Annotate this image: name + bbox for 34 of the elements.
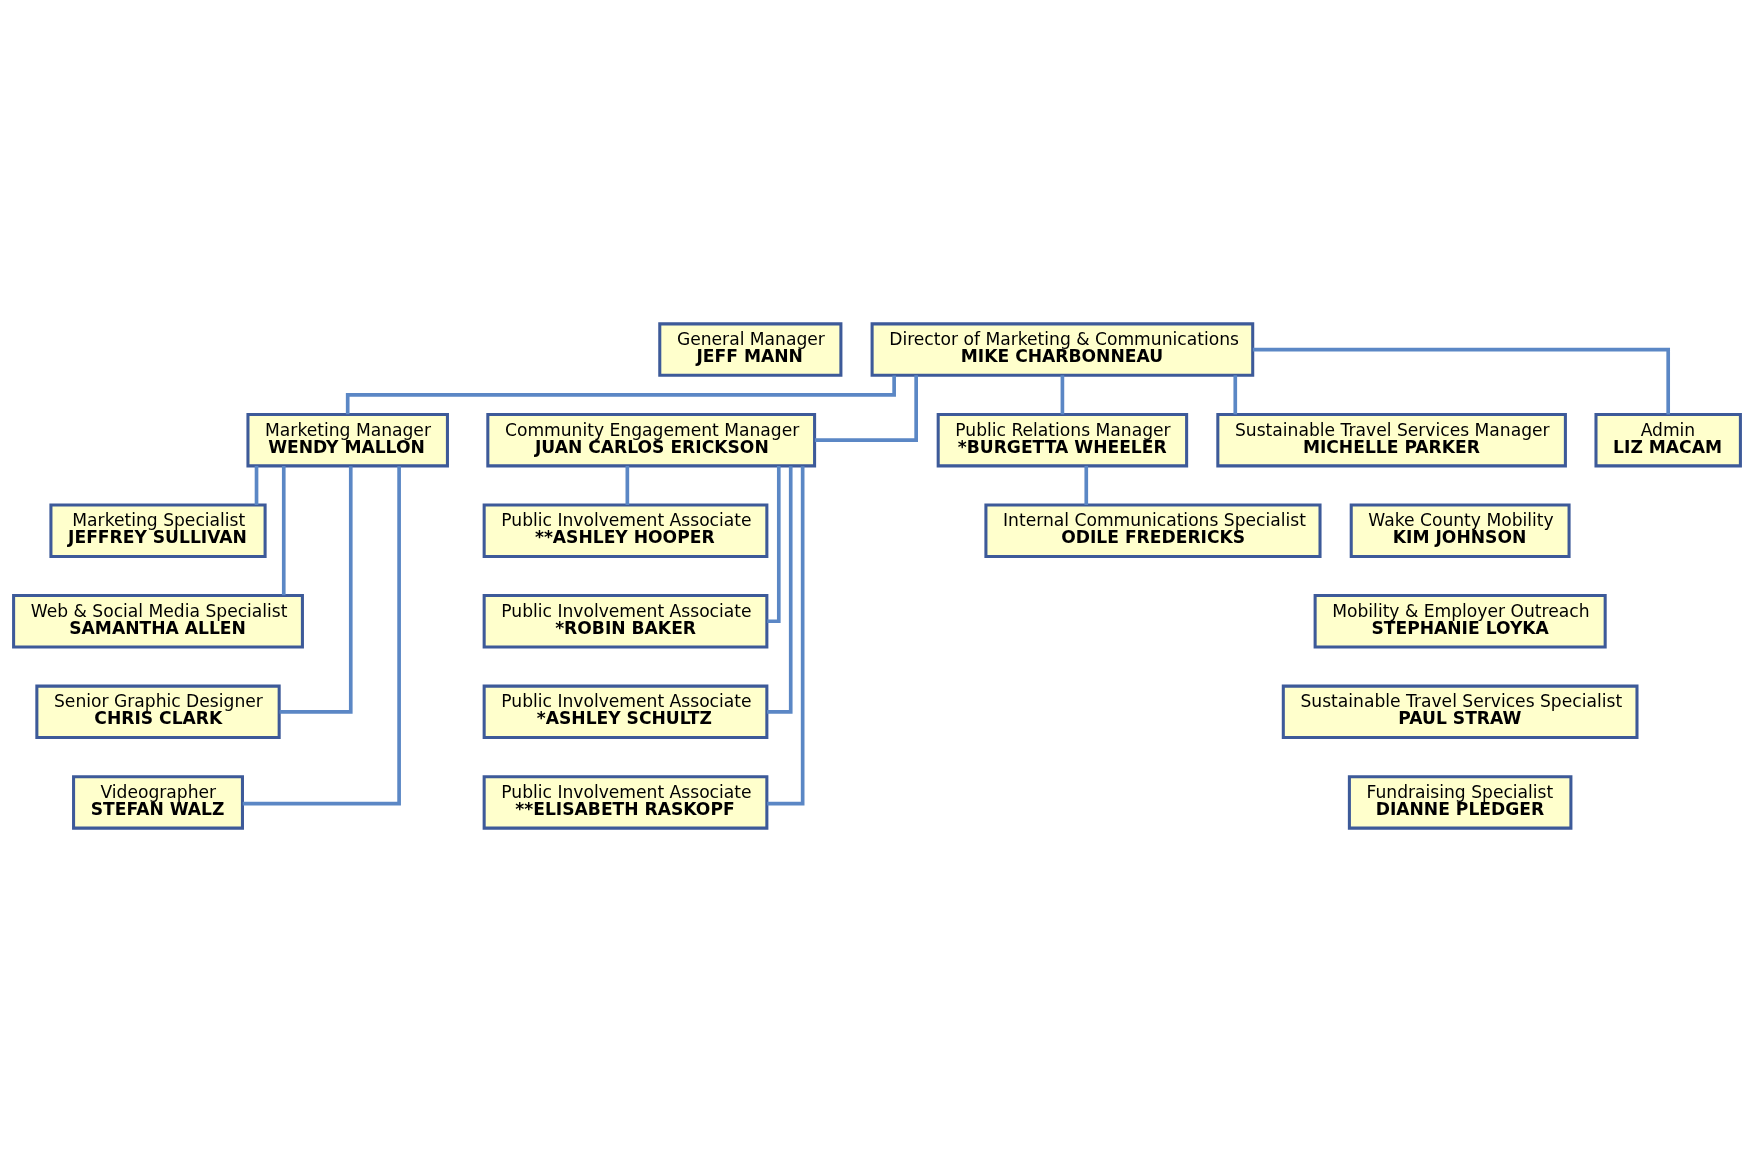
node-box: Sustainable Travel Services Manager MICHELLE PARKER xyxy=(1216,412,1567,467)
node-box: Public Involvement Associate **ASHLEY HOOPER xyxy=(482,503,769,558)
node-box: Marketing Manager WENDY MALLON xyxy=(246,412,449,467)
node-box: Sustainable Travel Services Specialist PAUL STRAW xyxy=(1281,684,1639,739)
connector xyxy=(767,465,781,623)
connector xyxy=(767,465,793,714)
connector xyxy=(625,465,630,505)
connector xyxy=(767,465,805,805)
node-box: Public Involvement Associate *ROBIN BAKER xyxy=(482,593,769,648)
node-box: Senior Graphic Designer CHRIS CLARK xyxy=(35,684,281,739)
connector xyxy=(1233,374,1238,414)
connector xyxy=(279,465,353,714)
node-box: Public Involvement Associate **ELISABETH RASKOPF xyxy=(482,774,769,830)
node-box: Mobility & Employer Outreach STEPHANIE LOYKA xyxy=(1313,593,1607,648)
node-box: Public Relations Manager *BURGETTA WHEELER xyxy=(936,412,1189,467)
node-box: Web & Social Media Specialist SAMANTHA ALLEN xyxy=(12,593,304,648)
connector xyxy=(814,374,918,442)
connector xyxy=(254,465,259,505)
connector xyxy=(281,465,286,595)
node-box: General Manager JEFF MANN xyxy=(658,321,843,377)
node-box: Marketing Specialist JEFFREY SULLIVAN xyxy=(49,503,267,558)
connector xyxy=(242,465,401,805)
node-box: Wake County Mobility KIM JOHNSON xyxy=(1349,503,1571,558)
connector xyxy=(1060,374,1065,414)
connector xyxy=(1084,465,1089,505)
node-box: Public Involvement Associate *ASHLEY SCHULTZ xyxy=(482,684,769,739)
node-box: Director of Marketing & Communications MIKE CHARBONNEAU xyxy=(870,321,1255,377)
connector xyxy=(345,374,896,414)
node-box: Community Engagement Manager JUAN CARLOS ERICKSON xyxy=(486,412,817,467)
node-box: Admin LIZ MACAM xyxy=(1594,412,1742,467)
node-box: Fundraising Specialist DIANNE PLEDGER xyxy=(1347,774,1573,830)
node-box: Videographer STEFAN WALZ xyxy=(72,774,244,830)
node-box: Internal Communications Specialist ODILE FREDERICKS xyxy=(984,503,1322,558)
connector xyxy=(1252,347,1671,414)
